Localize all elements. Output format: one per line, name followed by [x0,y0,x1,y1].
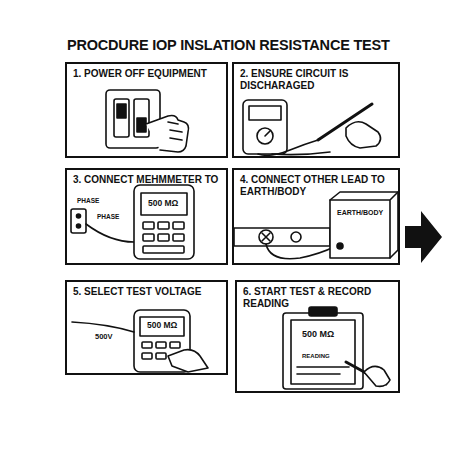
socket-pin [77,224,81,228]
hand-detail [168,122,182,140]
paper [291,320,355,384]
meter-display [141,193,187,215]
illustration-label: PHASE [76,197,100,204]
test-lead [272,152,330,155]
toggle-lever [137,118,146,132]
meter-display [249,106,281,120]
hand [364,366,390,386]
hand [168,350,208,372]
meter-dial [257,128,273,144]
toggle-lever [117,104,126,118]
step-heading: 1. POWER OFF EQUIPMENT [67,64,226,80]
earth-lead [266,244,336,259]
paper-lines [297,367,349,374]
illustration-label: PHASE [96,213,120,220]
step-heading: 3. CONNECT MEHMMETER TO [67,170,226,186]
test-lead [258,140,318,155]
illustration-label: READING [301,353,331,360]
phase-lead [86,224,134,242]
socket [71,209,86,233]
clip [309,307,337,316]
switch-plate [106,90,160,148]
big-arrow [405,211,442,263]
step-heading: 2. ENSURE CIRCUIT IS DISCHARAGED [234,64,398,92]
button [173,234,184,241]
step-panel: 2. ENSURE CIRCUIT IS DISCHARAGED [232,62,400,158]
button [173,222,184,229]
step-heading: 5. SELECT TEST VOLTAGE [67,282,226,298]
socket-pin [77,214,81,218]
step-heading: 4. CONNECT OTHER LEAD TO EARTH/BODY [234,170,398,198]
earth-terminal [337,243,343,249]
button [156,342,166,348]
button [142,342,152,348]
button [143,222,154,229]
title: PROCDURE IOP INSLATION RESISTANCE TEST [67,37,390,53]
step-panel: 1. POWER OFF EQUIPMENT [65,62,228,158]
clipboard [283,313,363,389]
button [143,246,184,253]
rail [234,228,330,246]
hand [346,122,381,148]
hand [146,116,189,153]
illustration-label: EARTH/BODY [336,209,384,217]
button [170,342,180,348]
step-heading: 6. START TEST & RECORD READING [237,282,398,310]
dial-pointer [265,131,270,136]
megohmmeter [134,185,194,259]
button [156,353,166,359]
meter-display [140,317,184,336]
button [142,353,152,359]
switch-toggle [114,99,129,137]
illustration-label: 500 MΩ [146,321,178,330]
illustration-label: 500V [94,333,114,341]
wall-switch [106,90,160,148]
illustration-label: 500 MΩ [147,199,179,208]
screw [291,232,301,242]
bolt-cross [262,233,270,241]
step-panel: 3. CONNECT MEHMMETER TO [65,168,228,265]
body-edge [330,192,398,258]
illustration-label: 500 MΩ [301,330,335,340]
button [158,222,169,229]
button [158,234,169,241]
equipment-body [330,192,398,258]
test-lead [72,322,134,332]
multimeter [243,100,287,154]
terminal-bolt [259,230,273,244]
button [143,234,154,241]
switch-toggle [134,99,149,137]
